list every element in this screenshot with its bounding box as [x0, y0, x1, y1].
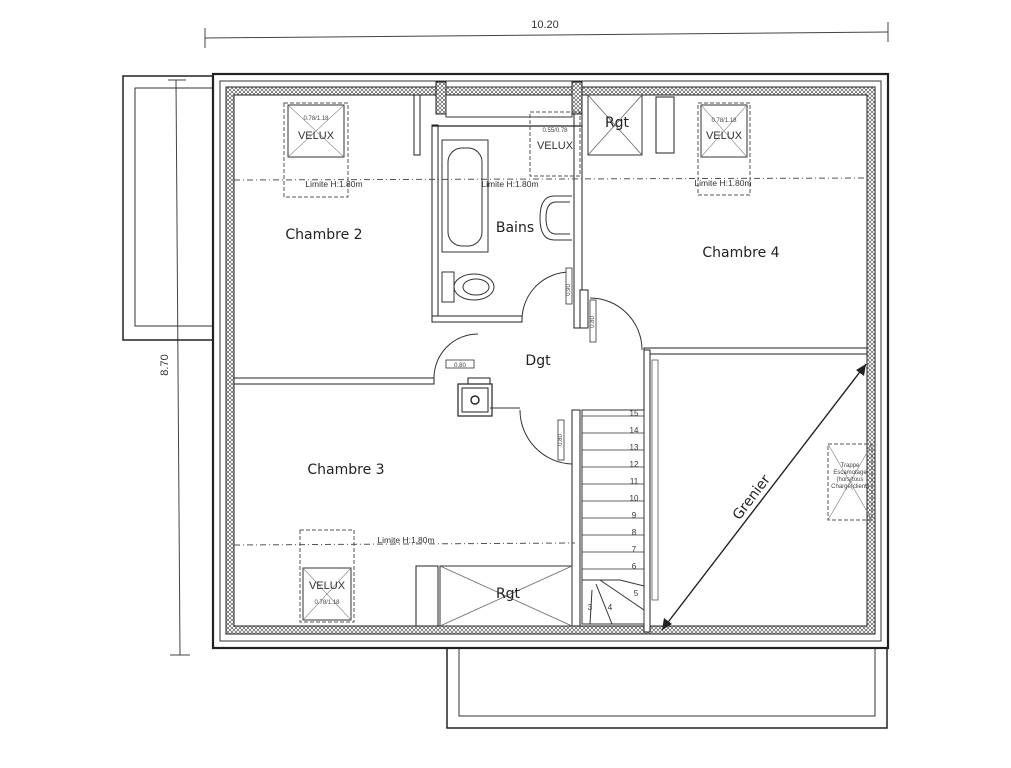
door-label: 0.90 — [566, 284, 572, 296]
trappe-line: Escamotage — [833, 470, 867, 476]
stair-number: 5 — [634, 589, 639, 598]
stair-number: 15 — [630, 409, 639, 418]
left-balcony — [122, 75, 214, 341]
height-dimension: 8.70 — [159, 79, 190, 656]
velux-chambre2: 0.78/1.18 VELUX — [283, 102, 349, 198]
stair-number: 6 — [632, 562, 637, 571]
stair-number: 10 — [630, 494, 639, 503]
door-label: 0.80 — [558, 434, 564, 446]
grenier-arrow — [661, 363, 867, 631]
stair-number: 9 — [632, 511, 637, 520]
stair-number: 3 — [588, 603, 593, 612]
width-dimension-label: 10.20 — [531, 19, 559, 31]
bottom-terrace — [446, 647, 888, 729]
stair-number: 8 — [632, 528, 637, 537]
door-label: 0.80 — [454, 363, 466, 369]
storage-bottom — [439, 565, 573, 627]
limit-label-chambre-2: Limite H:1.80m — [305, 179, 362, 189]
door-label: 0.80 — [590, 316, 596, 328]
velux-chambre4: 0.78/1.18 VELUX — [697, 102, 751, 196]
trappe-line: Trappe — [841, 463, 860, 469]
velux-chambre3: VELUX 0.78/1.18 — [299, 529, 355, 623]
trappe-line: (hors(tous — [836, 477, 863, 483]
stair-number: 13 — [630, 443, 639, 452]
room-label-chambre-3: Chambre 3 — [307, 462, 384, 478]
staircase: 15 14 13 12 11 10 9 8 7 6 5 4 3 — [581, 409, 645, 625]
stair-number: 4 — [608, 603, 613, 612]
outer-walls — [211, 72, 890, 650]
room-label-grenier: Grenier — [730, 472, 774, 523]
trappe-line: Charge(client) — [831, 484, 869, 490]
height-dimension-label: 8.70 — [159, 354, 171, 375]
width-dimension: 10.20 — [204, 19, 889, 48]
stair-number: 7 — [632, 545, 637, 554]
room-label-rgt-top: Rgt — [605, 115, 630, 131]
velux-size: 0.78/1.18 — [314, 600, 340, 606]
velux-label: VELUX — [537, 140, 574, 152]
room-label-bains: Bains — [496, 220, 534, 236]
room-label-chambre-2: Chambre 2 — [285, 227, 362, 243]
velux-size: 0.78/1.18 — [711, 118, 737, 124]
trappe-access: Trappe Escamotage (hors(tous Charge(clie… — [827, 443, 873, 521]
velux-label: VELUX — [298, 130, 335, 142]
interior-walls — [233, 81, 868, 633]
velux-bains: 0.55/0.78 VELUX — [529, 111, 581, 177]
velux-label: VELUX — [706, 130, 743, 142]
limit-label-chambre-4: Limite H:1.80m — [694, 178, 751, 188]
room-label-rgt-bottom: Rgt — [496, 586, 521, 602]
height-limit-lines — [233, 177, 868, 546]
limit-label-bains: Limite H:1.80m — [481, 179, 538, 189]
velux-size: 0.78/1.18 — [303, 116, 329, 122]
stair-number: 14 — [630, 426, 639, 435]
bathtub — [441, 139, 489, 253]
doors: 0.90 0.80 0.80 0.80 — [433, 267, 643, 465]
velux-size: 0.55/0.78 — [542, 128, 568, 134]
stair-number: 11 — [630, 477, 639, 486]
velux-label: VELUX — [309, 580, 346, 592]
room-label-chambre-4: Chambre 4 — [702, 245, 779, 261]
limit-label-chambre-3: Limite H:1.80m — [377, 535, 434, 545]
room-label-dgt: Dgt — [525, 353, 551, 369]
toilet — [441, 271, 495, 303]
stair-number: 12 — [630, 460, 639, 469]
sink — [539, 195, 572, 241]
storage-top — [587, 94, 643, 156]
